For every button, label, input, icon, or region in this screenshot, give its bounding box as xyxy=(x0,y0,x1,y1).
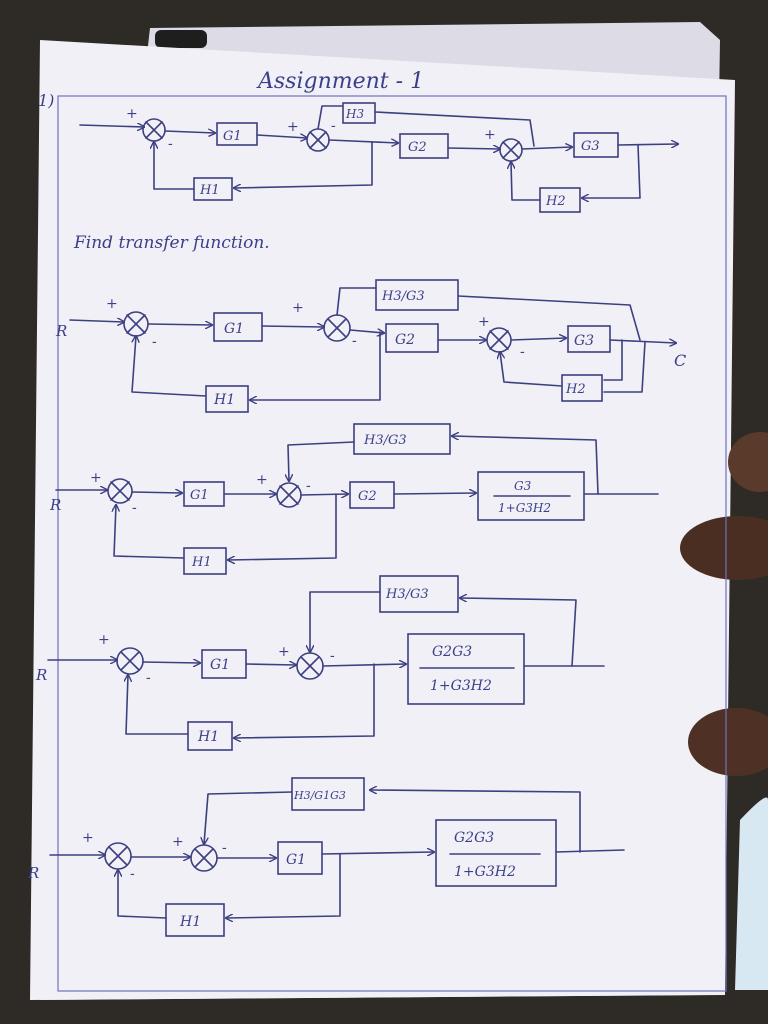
block-g2 xyxy=(399,133,449,159)
svg-text:+: + xyxy=(82,830,94,846)
svg-text:+: + xyxy=(90,470,102,486)
svg-text:G3: G3 xyxy=(514,479,532,493)
svg-text:G1: G1 xyxy=(190,488,209,503)
svg-text:+: + xyxy=(256,472,268,488)
diagram-3: R + - G1 + - G2 G3 1+G3H2 H3/G3 H1 xyxy=(49,423,659,575)
svg-text:-: - xyxy=(520,344,525,360)
svg-text:H1: H1 xyxy=(197,729,219,745)
paper-sheet xyxy=(30,40,735,1000)
svg-text:H1: H1 xyxy=(179,914,201,930)
svg-text:-: - xyxy=(130,866,135,882)
instruction-text: Find transfer function. xyxy=(73,233,270,253)
finger-top xyxy=(728,432,768,492)
block-h3 xyxy=(342,102,376,124)
pen-tip xyxy=(155,30,207,48)
block-g1 xyxy=(277,841,323,875)
svg-text:+: + xyxy=(106,296,118,312)
block-h3-over-g1g3 xyxy=(291,777,365,811)
svg-text:H3/G3: H3/G3 xyxy=(363,433,407,448)
svg-text:G3: G3 xyxy=(574,333,594,349)
block-g1 xyxy=(216,122,258,146)
summing-junction xyxy=(107,478,133,504)
block-g3-loop xyxy=(477,471,585,521)
svg-text:G2: G2 xyxy=(358,489,377,504)
svg-text:+: + xyxy=(278,644,290,660)
svg-text:-: - xyxy=(152,334,157,350)
svg-text:H3: H3 xyxy=(345,107,364,121)
svg-text:H1: H1 xyxy=(191,555,212,570)
svg-text:G2: G2 xyxy=(408,140,427,155)
block-g2g3-loop xyxy=(435,819,557,887)
block-g1 xyxy=(213,312,263,342)
svg-text:-: - xyxy=(331,118,336,134)
svg-text:1+G3H2: 1+G3H2 xyxy=(454,864,516,880)
svg-text:H3/G1G3: H3/G1G3 xyxy=(293,789,346,802)
svg-text:H2: H2 xyxy=(565,382,586,397)
svg-text:-: - xyxy=(132,500,137,516)
finger-bottom xyxy=(688,708,768,776)
svg-text:-: - xyxy=(352,333,357,349)
finger-middle xyxy=(680,516,768,580)
svg-text:G2G3: G2G3 xyxy=(432,644,472,660)
svg-text:+: + xyxy=(126,106,138,122)
svg-text:+: + xyxy=(98,632,110,648)
svg-text:H3/G3: H3/G3 xyxy=(385,587,429,602)
svg-text:R: R xyxy=(27,864,39,882)
svg-text:R: R xyxy=(55,322,67,340)
block-g2g3-loop xyxy=(407,633,525,705)
block-h2 xyxy=(561,374,603,402)
svg-text:-: - xyxy=(168,136,173,152)
svg-text:G1: G1 xyxy=(223,129,242,144)
sticker-corner xyxy=(735,797,768,990)
svg-text:R: R xyxy=(49,496,61,514)
svg-text:+: + xyxy=(287,119,299,135)
svg-text:G1: G1 xyxy=(224,321,244,337)
svg-text:H2: H2 xyxy=(545,194,566,209)
svg-text:-: - xyxy=(330,648,335,664)
svg-text:C: C xyxy=(674,351,686,370)
svg-text:+: + xyxy=(292,300,304,316)
problem-number: 1) xyxy=(38,91,54,110)
svg-text:-: - xyxy=(222,840,227,856)
svg-text:G1: G1 xyxy=(286,852,306,868)
block-g2 xyxy=(385,323,439,353)
svg-text:G2: G2 xyxy=(395,332,415,348)
block-h3-over-g3 xyxy=(353,423,451,455)
diagram-1: + - G1 + - G2 + G3 H3 H2 H1 xyxy=(79,102,678,213)
block-h1 xyxy=(165,903,225,937)
assignment-title: Assignment - 1 xyxy=(256,69,424,94)
block-h3-over-g3 xyxy=(379,575,459,613)
page-border xyxy=(57,95,727,992)
svg-text:+: + xyxy=(478,314,490,330)
block-g3 xyxy=(567,325,611,353)
svg-text:H3/G3: H3/G3 xyxy=(381,289,425,304)
svg-text:+: + xyxy=(484,127,496,143)
svg-text:1+G3H2: 1+G3H2 xyxy=(430,678,492,694)
svg-text:R: R xyxy=(35,666,47,684)
svg-text:H1: H1 xyxy=(199,183,220,198)
svg-text:+: + xyxy=(172,834,184,850)
svg-text:1+G3H2: 1+G3H2 xyxy=(498,501,551,515)
block-h1 xyxy=(187,721,233,751)
block-h3-over-g3 xyxy=(375,279,459,311)
diagram-2: R + - G1 + - G2 + - G3 C H3/G3 H2 xyxy=(55,279,686,413)
block-h1 xyxy=(183,547,227,575)
diagram-4: R + - G1 + - G2G3 1+G3H2 H3/G3 H1 xyxy=(35,575,605,751)
svg-text:G2G3: G2G3 xyxy=(454,830,494,846)
block-g2 xyxy=(349,481,395,509)
svg-text:-: - xyxy=(306,478,311,494)
svg-text:-: - xyxy=(146,670,151,686)
svg-text:H1: H1 xyxy=(213,392,235,408)
diagram-5: R + - + - G1 G2G3 1+G3H2 H3/G1G3 H1 xyxy=(27,777,625,937)
svg-text:G3: G3 xyxy=(581,139,600,154)
svg-text:G1: G1 xyxy=(210,657,230,673)
block-h1 xyxy=(205,385,249,413)
